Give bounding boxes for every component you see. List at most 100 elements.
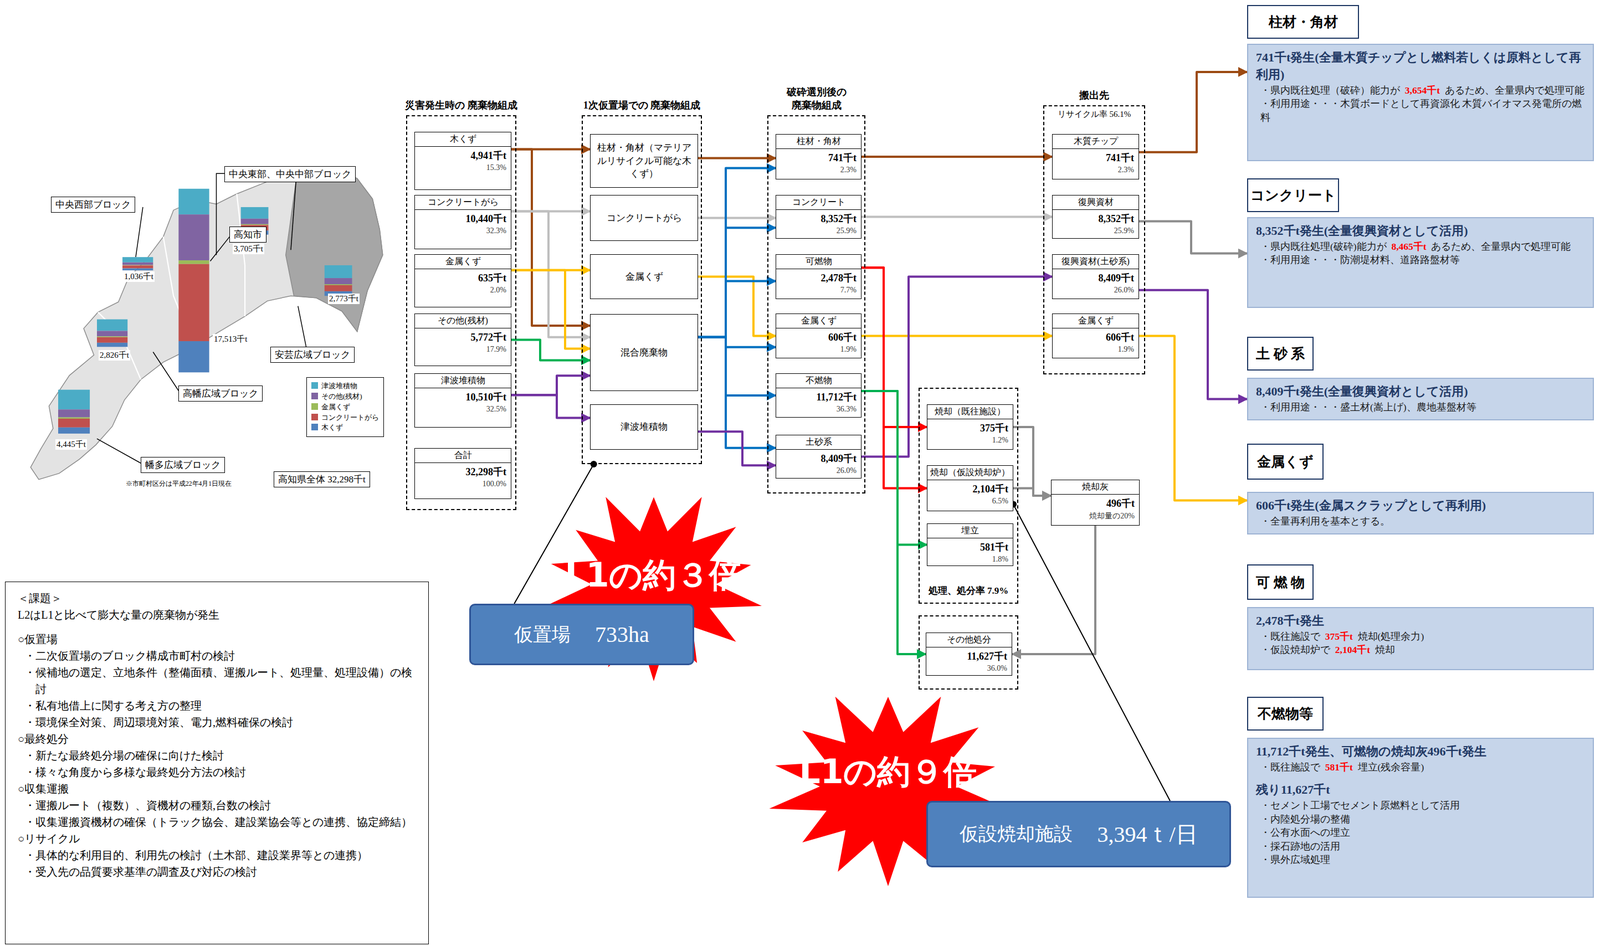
waste-box: 埋立581千t1.8%: [926, 523, 1014, 567]
flow-connector: [511, 149, 591, 326]
leader-line: [216, 173, 225, 255]
share: 2.3%: [1052, 164, 1139, 176]
callout-value: 733ha: [595, 621, 650, 648]
heading-text: 不燃物等: [1257, 704, 1314, 723]
bullet-text: ・公有水面への埋立: [1255, 826, 1586, 840]
group-heading: リサイクル率 56.1%: [1044, 109, 1145, 120]
waste-box: その他処分11,627千t36.0%: [925, 632, 1013, 676]
callout-text: L1の約３倍: [542, 556, 765, 594]
stacked-bar: [58, 409, 90, 418]
bullet-text: ・既往施設で375千t焼却(処理余力): [1255, 629, 1586, 644]
bullet-text: 焼却: [1375, 644, 1396, 656]
waste-name: コンクリートがら: [606, 211, 682, 225]
bullet-text: ・県内既往処理（破砕）能力が3,654千tあるため、全量県内で処理可能: [1255, 83, 1586, 98]
bullet-text: ・利用用途・・・木質ボードとして再資源化 木質バイオマス発電所の燃料: [1255, 96, 1586, 125]
legend-text: その他(残材): [321, 392, 363, 401]
flow-connector: [698, 337, 776, 348]
dashed-group: 災害発生時の 廃棄物組成木くず4,941千t15.3%コンクリートがら10,44…: [406, 115, 517, 511]
stacked-bar: [178, 214, 209, 261]
waste-name: 復興資材(土砂系): [1052, 254, 1139, 270]
stacked-bar: [58, 390, 90, 410]
waste-box: 合計32,298千t100.0%: [414, 448, 512, 500]
flow-connector: [1139, 290, 1248, 400]
group-heading: 1次仮置場での 廃棄物組成: [577, 99, 707, 112]
callout-value: 3,394ｔ/日: [1096, 819, 1198, 850]
block-label: 高知市: [229, 226, 267, 243]
label-text: 高知市: [233, 228, 263, 241]
flow-connector: [511, 395, 591, 418]
flow-connector: [861, 335, 1053, 338]
stacked-bar: [178, 264, 209, 342]
stacked-bar: [58, 427, 90, 434]
stacked-bar: [58, 417, 90, 419]
waste-box: 焼却（既往施設）375千t1.2%: [926, 404, 1014, 450]
block-label: 高知県全体 32,298千t: [273, 471, 371, 488]
flow-connector: [511, 211, 591, 337]
callout-text: L1の約９倍: [766, 753, 1010, 791]
panel-heading: コンクリート: [1247, 178, 1340, 213]
flow-connector: [861, 267, 927, 428]
waste-box: 可燃物2,478千t7.7%: [775, 254, 862, 300]
stacked-bar: [240, 218, 269, 225]
share: 25.9%: [776, 225, 861, 237]
share: 焼却量の20%: [1051, 510, 1140, 523]
amount: 581千t: [927, 538, 1013, 555]
flow-connector: [698, 337, 776, 396]
issue-line: L2はL1と比べて膨大な量の廃棄物が発生: [17, 606, 417, 624]
waste-name: 不燃物: [776, 373, 861, 389]
share: 1.9%: [776, 344, 861, 356]
waste-box: 不燃物11,712千t36.3%: [775, 373, 862, 418]
flow-connector: [1013, 488, 1051, 497]
stacked-bar: [96, 336, 128, 337]
waste-box: 焼却（仮設焼却炉）2,104千t6.5%: [926, 465, 1014, 512]
amount: 5,772千t: [414, 328, 511, 345]
info-panel: 606千t発生(金属スクラップとして再利用)・全量再利用を基本とする。: [1247, 491, 1594, 535]
panel-title: 8,409千t発生(全量復興資材として活用): [1255, 383, 1586, 401]
flow-connector: [1139, 336, 1248, 501]
heading-text: 柱材・角材: [1268, 12, 1338, 32]
aki-region: [285, 168, 383, 332]
flow-connector: [861, 155, 1053, 158]
group-heading: 災害発生時の 廃棄物組成: [401, 99, 521, 112]
share: 2.0%: [414, 284, 511, 296]
flow-connector: [861, 277, 1053, 458]
value-label: 17,513千t: [212, 334, 249, 345]
waste-box: 金属くず: [590, 254, 699, 300]
flow-connector: [1139, 221, 1248, 254]
share: 36.0%: [926, 663, 1012, 675]
flow-connector: [861, 391, 927, 546]
block-label: 幡多広域ブロック: [140, 457, 225, 474]
amount: 8,352千t: [776, 209, 861, 226]
stacked-bar: [178, 260, 209, 265]
callout-box: 仮置場733ha: [469, 603, 695, 666]
group-heading: 処理、処分率 7.9%: [919, 584, 1018, 598]
info-panel: 8,409千t発生(全量復興資材として活用)・利用用途・・・盛土材(嵩上げ)、農…: [1247, 377, 1594, 421]
value-label: 3,705千t: [232, 243, 265, 255]
waste-box: その他(残材)5,772千t17.9%: [414, 313, 512, 367]
bullet-text: あるため、全量県内で処理可能: [1444, 84, 1585, 96]
stacked-bar: [324, 284, 353, 286]
flow-connector: [698, 281, 776, 338]
block-label: 中央東部、中央中部ブロック: [224, 166, 356, 183]
highlight-number: 2,104千t: [1335, 644, 1371, 656]
legend-swatch: [311, 413, 319, 421]
stacked-bar: [96, 319, 128, 332]
stacked-bar: [122, 268, 153, 271]
bullet-text: ・セメント工場でセメント原燃料として活用: [1255, 798, 1586, 813]
label-text: 中央東部、中央中部ブロック: [228, 167, 352, 181]
waste-box: 金属くず606千t1.9%: [775, 313, 862, 359]
panel-heading: 不燃物等: [1247, 696, 1324, 731]
stacked-bar: [96, 337, 128, 343]
waste-box: 混合廃棄物: [590, 314, 699, 392]
stacked-bar: [178, 341, 209, 373]
stacked-bar: [122, 257, 153, 263]
issue-line: ・運搬ルート（複数）、資機材の種類,台数の検討: [17, 797, 417, 814]
value-label: 4,445千t: [55, 439, 87, 450]
panel-heading: 土 砂 系: [1247, 336, 1314, 371]
waste-box: コンクリートがら10,440千t32.3%: [414, 195, 512, 250]
stacked-bar: [240, 207, 269, 219]
info-panel: 11,712千t発生、可燃物の焼却灰496千t発生・既往施設で581千t埋立(残…: [1247, 737, 1594, 899]
waste-name: 埋立: [927, 524, 1013, 539]
waste-name: 津波堆積物: [620, 420, 668, 434]
value-label: 2,826千t: [98, 350, 131, 361]
